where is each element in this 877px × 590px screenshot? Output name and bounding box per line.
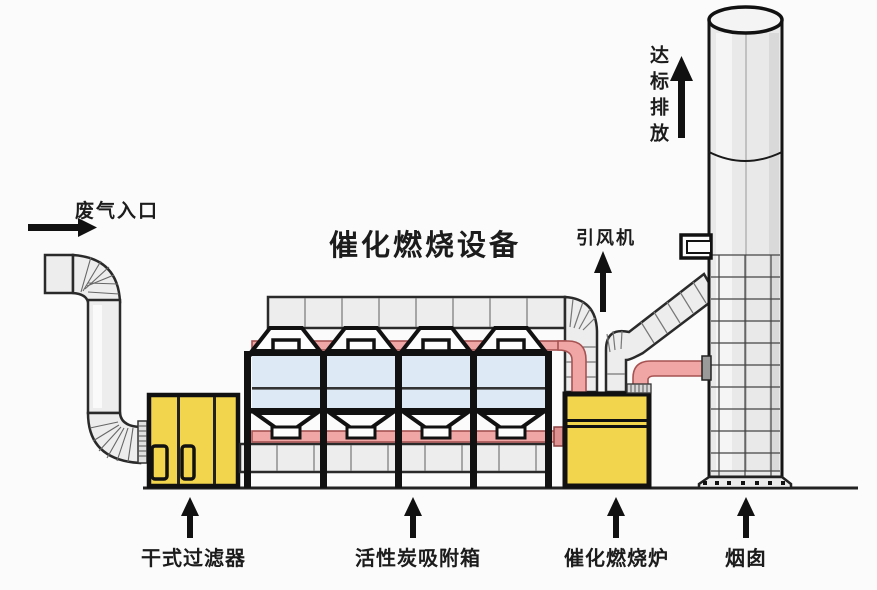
hopper-vent [346, 338, 376, 353]
pointer-arrow-dry-filter [181, 497, 199, 538]
chimney-bracket [679, 233, 713, 381]
label-compliant-emission: 达标排放 [647, 45, 668, 149]
hopper-vent [421, 338, 451, 353]
label-induced-fan: 引风机 [576, 228, 636, 248]
inlet-duct [43, 253, 148, 465]
lower-duct [238, 442, 550, 474]
label-dry-filter: 干式过滤器 [141, 548, 246, 570]
chimney-ladder [711, 254, 780, 477]
hopper-vent [271, 338, 301, 353]
top-duct [266, 295, 567, 330]
chimney-base [697, 475, 793, 490]
catalytic-furnace-box [562, 391, 652, 489]
label-waste-gas-inlet: 废气入口 [75, 201, 160, 222]
dry-filter-box [146, 392, 241, 489]
pointer-arrow-carbon-box [404, 497, 422, 538]
label-catalytic-furnace: 催化燃烧炉 [564, 548, 669, 570]
adsorption-hoppers [247, 326, 550, 353]
fan-arrow [594, 251, 612, 312]
filter-door-left [150, 444, 169, 481]
pointer-arrow-chimney [737, 497, 755, 538]
pink-pipe-furnace-chimney [626, 360, 704, 394]
adsorption-funnels [248, 411, 549, 440]
hopper-vent [496, 338, 526, 353]
diagram-title: 催化燃烧设备 [329, 230, 522, 262]
frame-columns [244, 351, 552, 488]
chimney-pipe-flange [701, 355, 712, 381]
pointer-arrow-furnace [607, 497, 625, 538]
label-chimney: 烟囱 [725, 548, 767, 570]
filter-door-right [180, 444, 196, 481]
emission-arrow [670, 56, 693, 138]
inlet-arrow [28, 218, 97, 237]
label-carbon-adsorption-box: 活性炭吸附箱 [355, 548, 481, 570]
